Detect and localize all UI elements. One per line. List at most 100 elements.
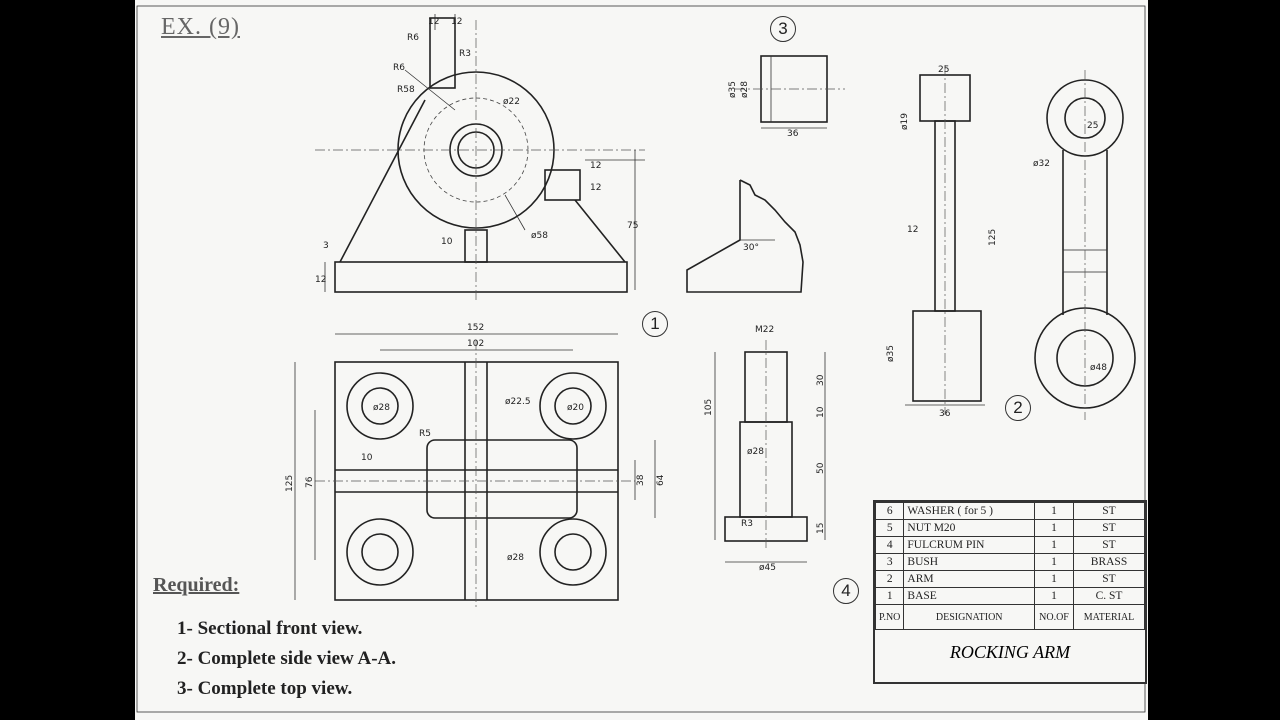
required-list: 1- Sectional front view. 2- Complete sid… <box>177 618 396 708</box>
dim-arm-d35: ø35 <box>886 345 896 362</box>
part-qty: 1 <box>1034 502 1074 520</box>
dim-12-left: 12 <box>428 17 439 27</box>
dim-top-76: 76 <box>305 476 315 488</box>
fulcrum-pin-view <box>714 340 826 563</box>
table-row: 6 WASHER ( for 5 ) 1 ST <box>874 502 1145 520</box>
dim-bush-36: 36 <box>787 129 799 139</box>
dim-top-d22-5: ø22.5 <box>505 397 531 407</box>
arm-side-view <box>905 65 985 415</box>
exercise-title: EX. (9) <box>161 14 240 40</box>
part-designation: NUT M20 <box>903 519 1035 537</box>
part-material: ST <box>1073 519 1145 537</box>
dim-pin-r3: R3 <box>741 519 753 529</box>
part-designation: FULCRUM PIN <box>903 536 1035 554</box>
view-marker-4: 4 <box>833 578 859 604</box>
dim-pin-10: 10 <box>816 406 826 418</box>
dim-arm-125: 125 <box>988 229 998 246</box>
dim-r58: R58 <box>397 85 415 95</box>
dim-top-152: 152 <box>467 323 484 333</box>
dim-top-102: 102 <box>467 339 484 349</box>
dim-arm-25-circle: 25 <box>1087 121 1098 131</box>
dim-12-right: 12 <box>451 17 462 27</box>
dim-r6-top: R6 <box>407 33 419 43</box>
dim-top-d28-hole: ø28 <box>373 403 390 413</box>
required-heading: Required: <box>153 574 240 596</box>
part-designation: ARM <box>903 570 1035 588</box>
base-front-view <box>315 14 645 300</box>
part-material: BRASS <box>1073 553 1145 571</box>
part-material: ST <box>1073 570 1145 588</box>
dim-d58: ø58 <box>531 231 548 241</box>
dim-angle-30: 30° <box>743 243 759 253</box>
dim-r6: R6 <box>393 63 405 73</box>
table-row: 1 BASE 1 C. ST <box>874 587 1145 605</box>
dim-pin-105: 105 <box>704 399 714 416</box>
part-number: 6 <box>874 502 905 520</box>
dim-arm-25: 25 <box>938 65 949 75</box>
part-qty: 1 <box>1034 536 1074 554</box>
sheet-frame <box>136 5 1146 713</box>
base-top-view <box>294 333 656 610</box>
part-qty: 1 <box>1034 553 1074 571</box>
table-row: 3 BUSH 1 BRASS <box>874 553 1145 571</box>
part-qty: 1 <box>1034 519 1074 537</box>
required-item-1: 1- Sectional front view. <box>177 618 363 639</box>
dim-top-64: 64 <box>656 474 666 486</box>
view-marker-3: 3 <box>770 16 796 42</box>
table-row: 4 FULCRUM PIN 1 ST <box>874 536 1145 554</box>
part-qty: 1 <box>1034 570 1074 588</box>
part-number: 4 <box>874 536 905 554</box>
dim-top-d20: ø20 <box>567 403 584 413</box>
dim-arm-12: 12 <box>907 225 918 235</box>
wedge-section <box>686 179 804 293</box>
dim-pin-d45: ø45 <box>759 563 776 573</box>
dim-bush-d28: ø28 <box>740 81 750 98</box>
base-plate <box>334 261 628 293</box>
dim-pin-m22: M22 <box>755 325 774 335</box>
dim-bush-d35: ø35 <box>728 81 738 98</box>
dim-r3: R3 <box>459 49 471 59</box>
header-material: MATERIAL <box>1073 604 1145 630</box>
dim-arm-d32: ø32 <box>1033 159 1050 169</box>
dim-top-125: 125 <box>285 475 295 492</box>
dim-arm-36: 36 <box>939 409 951 419</box>
part-number: 1 <box>874 587 905 605</box>
view-marker-2: 2 <box>1005 395 1031 421</box>
part-number: 5 <box>874 519 905 537</box>
table-header-row: P.NO DESIGNATION NO.OF MATERIAL <box>874 604 1145 630</box>
dim-pin-50: 50 <box>816 462 826 474</box>
part-designation: WASHER ( for 5 ) <box>903 502 1035 520</box>
part-material: ST <box>1073 536 1145 554</box>
header-designation: DESIGNATION <box>903 604 1035 630</box>
dim-12-boss-a: 12 <box>590 161 601 171</box>
dim-75: 75 <box>627 221 638 231</box>
dim-12-boss-b: 12 <box>590 183 601 193</box>
dim-top-d28: ø28 <box>507 553 524 563</box>
drawing-sheet: EX. (9) 12 12 R6 R3 <box>135 0 1148 720</box>
title-block: 6 WASHER ( for 5 ) 1 ST 5 NUT M20 1 ST 4… <box>873 500 1147 684</box>
dim-pin-30: 30 <box>816 374 826 386</box>
dim-10: 10 <box>441 237 453 247</box>
part-designation: BUSH <box>903 553 1035 571</box>
required-item-2: 2- Complete side view A-A. <box>177 648 396 669</box>
part-number: 2 <box>874 570 905 588</box>
header-qty: NO.OF <box>1034 604 1074 630</box>
required-item-3: 3- Complete top view. <box>177 678 353 699</box>
dim-pin-15: 15 <box>816 523 826 534</box>
view-marker-1: 1 <box>642 311 668 337</box>
parts-list-table: 6 WASHER ( for 5 ) 1 ST 5 NUT M20 1 ST 4… <box>874 502 1145 630</box>
dim-top-r5: R5 <box>419 429 431 439</box>
part-designation: BASE <box>903 587 1035 605</box>
table-row: 2 ARM 1 ST <box>874 570 1145 588</box>
dim-3: 3 <box>323 241 329 251</box>
part-material: ST <box>1073 502 1145 520</box>
dim-top-10: 10 <box>361 453 373 463</box>
bush-view <box>735 55 845 129</box>
part-material: C. ST <box>1073 587 1145 605</box>
table-row: 5 NUT M20 1 ST <box>874 519 1145 537</box>
dim-12-base: 12 <box>315 275 326 285</box>
dim-top-38: 38 <box>636 474 646 486</box>
dim-pin-d28: ø28 <box>747 447 764 457</box>
part-qty: 1 <box>1034 587 1074 605</box>
part-number: 3 <box>874 553 905 571</box>
